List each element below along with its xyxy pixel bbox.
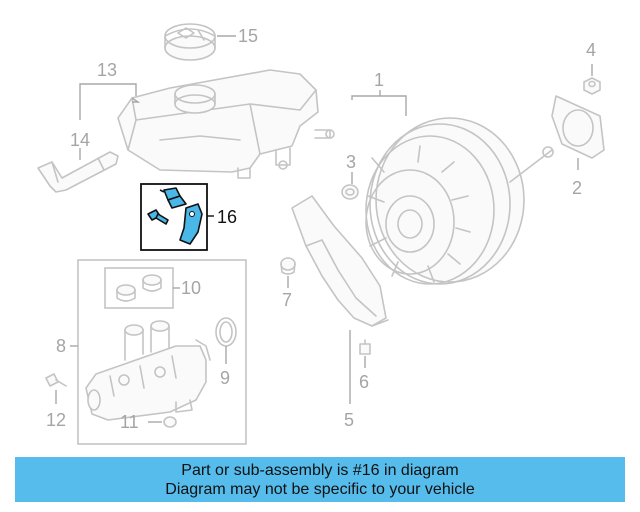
reservoir-cap-part-15[interactable]	[164, 23, 216, 61]
hose-part-14[interactable]	[37, 151, 119, 193]
callout-9[interactable]: 9	[220, 368, 230, 388]
banner-line-1: Part or sub-assembly is #16 in diagram	[181, 461, 459, 479]
brake-fluid-reservoir-part-13[interactable]	[117, 69, 335, 179]
callout-13[interactable]: 13	[97, 60, 117, 80]
heat-shield-part-5[interactable]	[291, 195, 389, 327]
bolt-part-12[interactable]	[45, 373, 67, 387]
callout-15[interactable]: 15	[238, 26, 258, 46]
leader-13-arrow	[131, 97, 141, 103]
plug-part-7[interactable]	[280, 257, 296, 275]
callout-2[interactable]: 2	[572, 178, 582, 198]
bolt-part-6[interactable]	[359, 339, 371, 355]
sensor-assembly-part-16[interactable]	[140, 183, 208, 251]
gasket-part-2[interactable]	[551, 95, 605, 159]
callout-7[interactable]: 7	[282, 290, 292, 310]
callout-14[interactable]: 14	[70, 130, 90, 150]
master-cylinder-group-box	[77, 259, 247, 445]
banner-line-2: Diagram may not be specific to your vehi…	[165, 480, 475, 498]
callout-10[interactable]: 10	[181, 278, 201, 298]
callout-1[interactable]: 1	[374, 70, 384, 90]
leader-13	[79, 83, 137, 120]
callout-3[interactable]: 3	[346, 152, 356, 172]
info-banner: Part or sub-assembly is #16 in diagram D…	[15, 457, 625, 502]
callout-5[interactable]: 5	[344, 410, 354, 430]
callout-11[interactable]: 11	[120, 412, 139, 432]
master-cylinder-body[interactable]	[85, 320, 211, 421]
o-ring-part-9[interactable]	[215, 317, 237, 347]
callout-12[interactable]: 12	[46, 410, 66, 430]
brake-booster-part-1[interactable]	[365, 117, 554, 285]
parts-diagram: 15 13 14 16	[37, 23, 605, 445]
callout-4[interactable]: 4	[586, 40, 596, 60]
grommets-group-box	[104, 267, 174, 309]
plug-part-11[interactable]	[163, 416, 177, 428]
leader-1	[351, 95, 407, 116]
callout-6[interactable]: 6	[359, 372, 369, 392]
nut-part-4[interactable]	[583, 77, 601, 95]
callout-16[interactable]: 16	[217, 207, 237, 227]
callout-8[interactable]: 8	[56, 336, 66, 356]
grommet-part-3[interactable]	[341, 184, 359, 200]
grommets-part-10[interactable]	[116, 274, 162, 302]
